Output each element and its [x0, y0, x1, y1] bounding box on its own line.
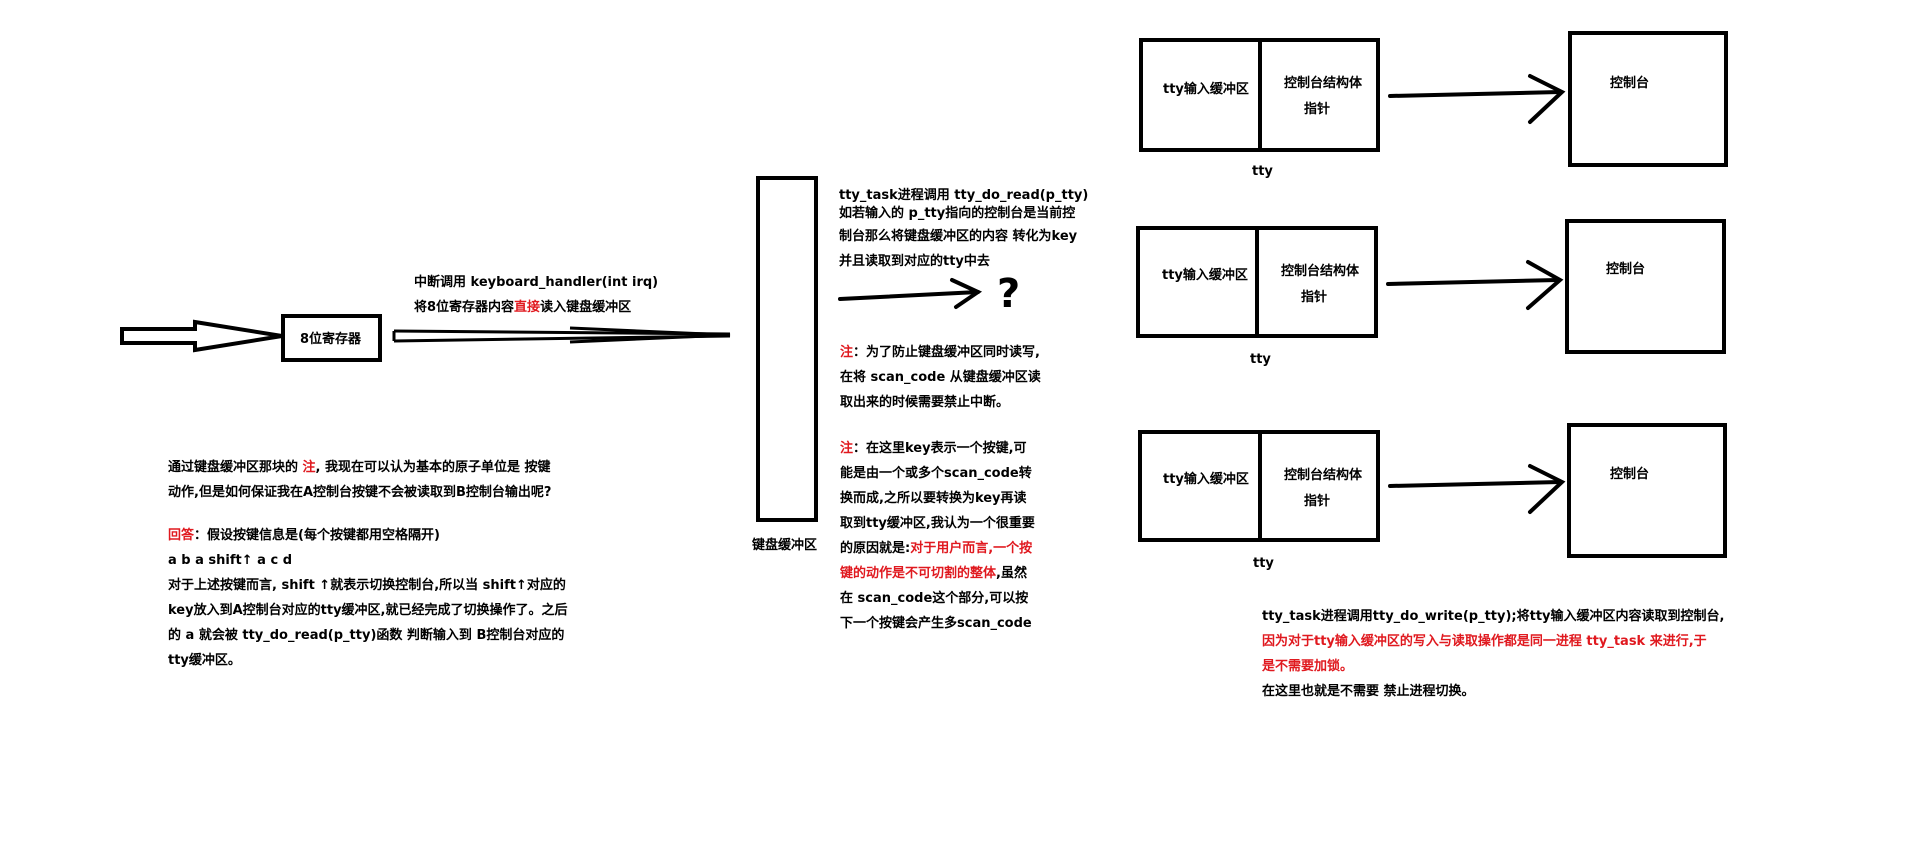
console-3-label: 控制台 — [1610, 467, 1650, 482]
note-2-line-8: 下一个按键会产生多scan_code — [840, 616, 1032, 631]
note-2-line-4: 取到tty缓冲区,我认为一个很重要 — [840, 516, 1035, 531]
tty-write-line-2: 因为对于tty输入缓冲区的写入与读取操作都是同一进程 tty_task 来进行,… — [1262, 634, 1707, 649]
left-line-1: 通过键盘缓冲区那块的 注, 我现在可以认为基本的原子单位是 按键 — [168, 460, 551, 475]
tty-3-label: tty — [1253, 556, 1274, 571]
console-1-label: 控制台 — [1610, 76, 1650, 91]
note-2: 注：在这里key表示一个按键,可 能是由一个或多个scan_code转 换而成,… — [840, 436, 1035, 636]
register-label: 8位寄存器 — [300, 332, 362, 347]
tty-write-line-4: 在这里也就是不需要 禁止进程切换。 — [1262, 684, 1475, 699]
tty-write-line-1: tty_task进程调用tty_do_write(p_tty);将tty输入缓冲… — [1262, 609, 1725, 624]
tty-read-text: tty_task进程调用 tty_do_read(p_tty) 如若输入的 p_… — [839, 188, 1088, 274]
note-1-line-3: 取出来的时候需要禁止中断。 — [840, 395, 1010, 410]
tty-group-3-graphics — [1138, 423, 1727, 558]
note-2-line-3: 换而成,之所以要转换为key再读 — [840, 491, 1027, 506]
tty-3-console-struct: 控制台结构体 — [1284, 468, 1363, 483]
read-arrow — [838, 278, 983, 309]
note-1-line-2: 在将 scan_code 从键盘缓冲区读 — [840, 370, 1041, 385]
tty-1-label: tty — [1252, 164, 1273, 179]
note-1: 注：为了防止键盘缓冲区同时读写, 在将 scan_code 从键盘缓冲区读 取出… — [840, 340, 1041, 415]
answer-label: 回答 — [168, 528, 195, 543]
interrupt-emphasis: 直接 — [514, 300, 541, 315]
tty-write-text: tty_task进程调用tty_do_write(p_tty);将tty输入缓冲… — [1262, 604, 1724, 704]
tty-read-line-4: 并且读取到对应的tty中去 — [839, 254, 990, 269]
tty-2-label: tty — [1250, 352, 1271, 367]
left-answer-line: 回答：假设按键信息是(每个按键都用空格隔开) — [168, 528, 440, 543]
tty-read-line-3: 制台那么将键盘缓冲区的内容 转化为key — [839, 229, 1078, 244]
note-2-line-1: 注：在这里key表示一个按键,可 — [840, 441, 1027, 456]
tty-1-console-struct: 控制台结构体 — [1284, 76, 1363, 91]
note-1-label: 注 — [840, 345, 854, 360]
register-box — [281, 314, 382, 362]
tty-group-1-graphics — [1139, 31, 1728, 167]
tty-read-line-2: 如若输入的 p_tty指向的控制台是当前控 — [839, 206, 1076, 221]
note-2-label: 注 — [840, 441, 854, 456]
tty-2-pointer: 指针 — [1301, 290, 1328, 305]
left-line-2: 动作,但是如何保证我在A控制台按键不会被读取到B控制台输出呢? — [168, 485, 552, 500]
tty-read-line-1: tty_task进程调用 tty_do_read(p_tty) — [839, 188, 1089, 203]
note-2-line-6: 键的动作是不可切割的整体,虽然 — [840, 566, 1027, 581]
note-2-line-7: 在 scan_code这个部分,可以按 — [840, 591, 1029, 606]
left-line-8: tty缓冲区。 — [168, 653, 241, 668]
input-arrow — [120, 319, 283, 353]
kb-buffer-box — [756, 176, 818, 522]
tty-2-input-buffer: tty输入缓冲区 — [1162, 268, 1248, 283]
tty-3-pointer: 指针 — [1304, 494, 1331, 509]
console-2-label: 控制台 — [1606, 262, 1646, 277]
tty-group-2-graphics — [1136, 219, 1726, 354]
tty-write-line-3: 是不需要加锁。 — [1262, 659, 1354, 674]
tty-1-pointer: 指针 — [1304, 102, 1331, 117]
note-2-line-5: 的原因就是:对于用户而言,一个按 — [840, 541, 1033, 556]
kb-buffer-label: 键盘缓冲区 — [752, 538, 818, 553]
tty-3-input-buffer: tty输入缓冲区 — [1163, 472, 1249, 487]
left-spacer — [168, 505, 568, 523]
interrupt-text: 中断调用 keyboard_handler(int irq) 将8位寄存器内容直… — [414, 270, 658, 320]
interrupt-line-1: 中断调用 keyboard_handler(int irq) — [414, 275, 659, 290]
interrupt-line-2: 将8位寄存器内容直接读入键盘缓冲区 — [414, 300, 632, 315]
tty-1-input-buffer: tty输入缓冲区 — [1163, 82, 1249, 97]
left-line-5: 对于上述按键而言, shift ↑就表示切换控制台,所以当 shift↑对应的 — [168, 578, 566, 593]
left-line-7: 的 a 就会被 tty_do_read(p_tty)函数 判断输入到 B控制台对… — [168, 628, 565, 643]
left-line-6: key放入到A控制台对应的tty缓冲区,就已经完成了切换操作了。之后 — [168, 603, 568, 618]
interrupt-arrow — [392, 326, 731, 344]
question-mark: ? — [997, 271, 1021, 317]
note-1-line-1: 注：为了防止键盘缓冲区同时读写, — [840, 345, 1040, 360]
note-2-line-2: 能是由一个或多个scan_code转 — [840, 466, 1032, 481]
left-keys-line: a b a shift↑ a c d — [168, 553, 293, 568]
left-explanation: 通过键盘缓冲区那块的 注, 我现在可以认为基本的原子单位是 按键 动作,但是如何… — [168, 455, 568, 673]
tty-2-console-struct: 控制台结构体 — [1281, 264, 1360, 279]
